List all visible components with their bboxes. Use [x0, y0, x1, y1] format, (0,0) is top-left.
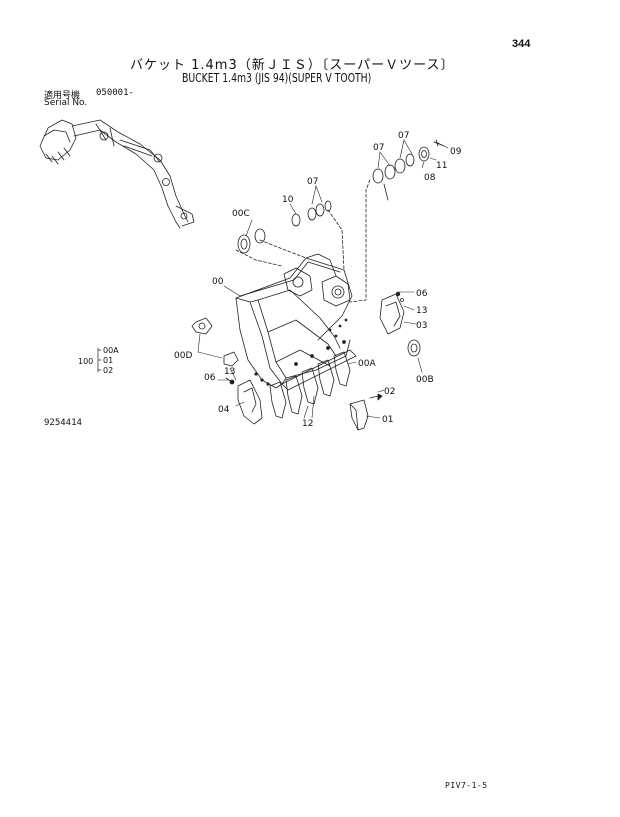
page-title-en: BUCKET 1.4m3 (JIS 94)(SUPER V TOOTH) [182, 71, 372, 85]
callout-10: 10 [282, 195, 294, 205]
callout-00c: 00C [232, 209, 250, 219]
callout-04: 04 [218, 405, 230, 415]
assembly-child: 01 [103, 356, 113, 365]
callout-13: 13 [224, 367, 235, 377]
bucket-body [235, 253, 357, 391]
side-cutter-right [379, 291, 405, 335]
figure-number: 9254414 [44, 418, 82, 428]
callout-07: 07 [373, 143, 384, 153]
serial-value: 050001- [96, 88, 134, 98]
callout-12: 12 [302, 419, 313, 429]
serial-label-jp: 適用号機 [44, 91, 81, 101]
assembly-child: 02 [103, 366, 113, 375]
page-title-jp: バケット 1.4m3（新ＪＩＳ）〔スーパーＶツース〕 [130, 58, 455, 73]
callout-06: 06 [204, 373, 216, 383]
assembly-bracket [97, 347, 102, 373]
callout-13: 13 [416, 306, 427, 316]
callout-07: 07 [398, 131, 409, 141]
tooth-part [349, 393, 383, 431]
page-number: 344 [512, 38, 531, 50]
callout-00d: 00D [174, 351, 192, 361]
machine-overview-illustration [39, 119, 195, 229]
callout-00: 00 [212, 277, 224, 287]
side-cutter-left [225, 377, 263, 425]
callout-07: 07 [307, 177, 318, 187]
callout-00a: 00A [358, 359, 376, 369]
callout-02: 02 [384, 387, 395, 397]
assembly-child: 00A [103, 346, 119, 355]
nut-parts [191, 317, 239, 367]
callout-11: 11 [436, 161, 447, 171]
bushing-00b [407, 339, 421, 357]
callout-09: 09 [450, 147, 462, 157]
footer-code: PIV7-1-5 [445, 781, 488, 790]
callout-06: 06 [416, 289, 428, 299]
callout-08: 08 [424, 173, 436, 183]
leader-lines [197, 139, 449, 419]
serial-label-en: Serial No. [44, 98, 88, 108]
tooth-adapters [269, 340, 351, 419]
pin-group-upper-left [235, 200, 345, 271]
pin-group-upper-right [349, 139, 445, 303]
callout-03: 03 [416, 321, 427, 331]
callout-labels: 07 07 07 09 11 08 10 00C 00 06 13 03 00B… [78, 131, 462, 429]
assembly-parent-number: 100 [78, 357, 93, 366]
callout-00b: 00B [416, 375, 434, 385]
callout-01: 01 [382, 415, 393, 425]
